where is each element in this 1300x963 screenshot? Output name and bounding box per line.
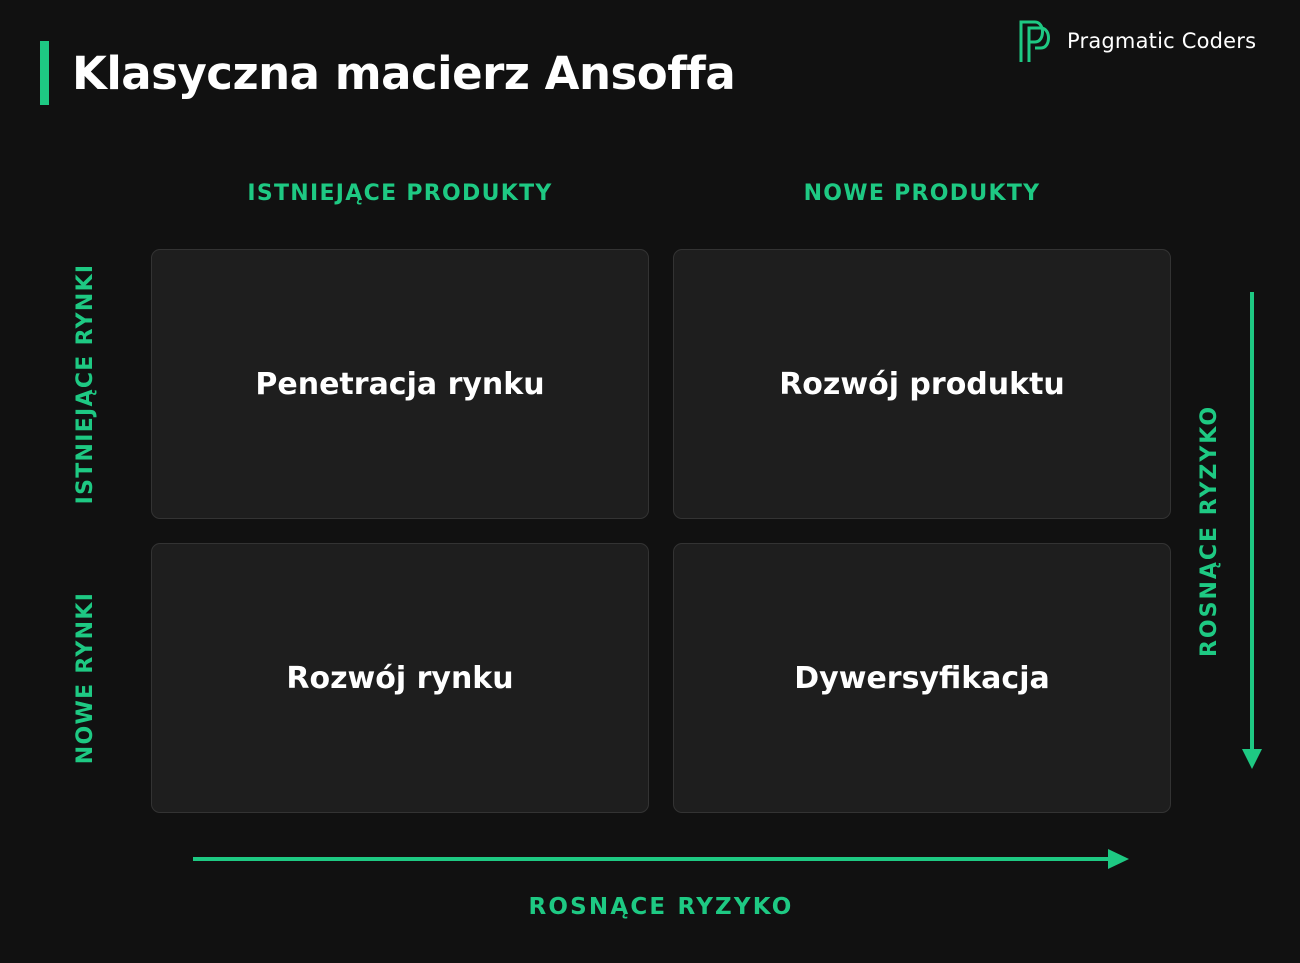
cell-label: Rozwój produktu <box>779 366 1065 402</box>
brand: Pragmatic Coders <box>1018 18 1256 64</box>
cell-market-development: Rozwój rynku <box>151 543 649 813</box>
cell-label: Penetracja rynku <box>255 366 545 402</box>
row-header-new-markets: NOWE RYNKI <box>73 591 98 765</box>
cell-diversification: Dywersyfikacja <box>673 543 1171 813</box>
vertical-risk-label: ROSNĄCE RYZYKO <box>1197 404 1222 658</box>
cell-product-development: Rozwój produktu <box>673 249 1171 519</box>
arrow-down-icon <box>1242 749 1262 769</box>
horizontal-risk-arrow-line <box>193 857 1111 861</box>
page-title: Klasyczna macierz Ansoffa <box>72 47 736 100</box>
column-header-existing-products: ISTNIEJĄCE PRODUKTY <box>247 181 553 206</box>
row-header-existing-markets: ISTNIEJĄCE RYNKI <box>73 263 98 505</box>
cell-label: Dywersyfikacja <box>794 660 1050 696</box>
title-accent-bar <box>40 41 49 105</box>
pc-logo-icon <box>1019 20 1050 62</box>
brand-name: Pragmatic Coders <box>1067 29 1257 53</box>
arrow-right-icon <box>1108 849 1129 869</box>
cell-market-penetration: Penetracja rynku <box>151 249 649 519</box>
horizontal-risk-label: ROSNĄCE RYZYKO <box>528 894 794 920</box>
vertical-risk-arrow-line <box>1250 292 1254 752</box>
column-header-new-products: NOWE PRODUKTY <box>803 181 1041 206</box>
cell-label: Rozwój rynku <box>286 660 514 696</box>
